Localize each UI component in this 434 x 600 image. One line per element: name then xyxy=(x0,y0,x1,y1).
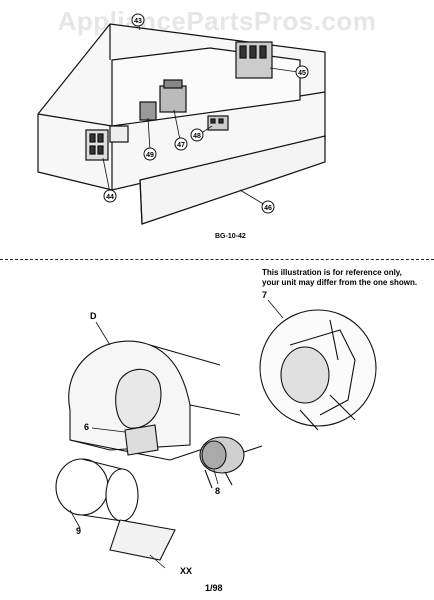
label-bracket: 6 xyxy=(84,422,90,432)
reference-note-line1: This illustration is for reference only, xyxy=(262,268,402,277)
callout-46: 46 xyxy=(264,205,272,212)
capacitor xyxy=(139,101,157,121)
label-motor: 8 xyxy=(215,486,221,496)
callout-43: 43 xyxy=(134,18,142,25)
relay-left xyxy=(85,129,109,161)
blower-wheel xyxy=(55,458,109,516)
label-wheel: 9 xyxy=(76,526,82,536)
callout-48: 48 xyxy=(193,133,201,140)
section-divider xyxy=(0,259,434,261)
drawing-code: BG-10-42 xyxy=(215,233,246,240)
reference-note-line2: your unit may differ from the one shown. xyxy=(262,278,418,287)
label-inset: 7 xyxy=(262,290,268,300)
revision-date: 1/98 xyxy=(205,583,223,593)
callout-45: 45 xyxy=(298,70,306,77)
transformer xyxy=(159,85,187,113)
callout-47: 47 xyxy=(177,142,185,149)
callout-44: 44 xyxy=(106,194,114,201)
label-housing: D xyxy=(90,311,97,321)
reference-note: This illustration is for reference only,… xyxy=(262,268,432,288)
callout-49: 49 xyxy=(146,152,154,159)
label-base: XX xyxy=(180,566,193,576)
